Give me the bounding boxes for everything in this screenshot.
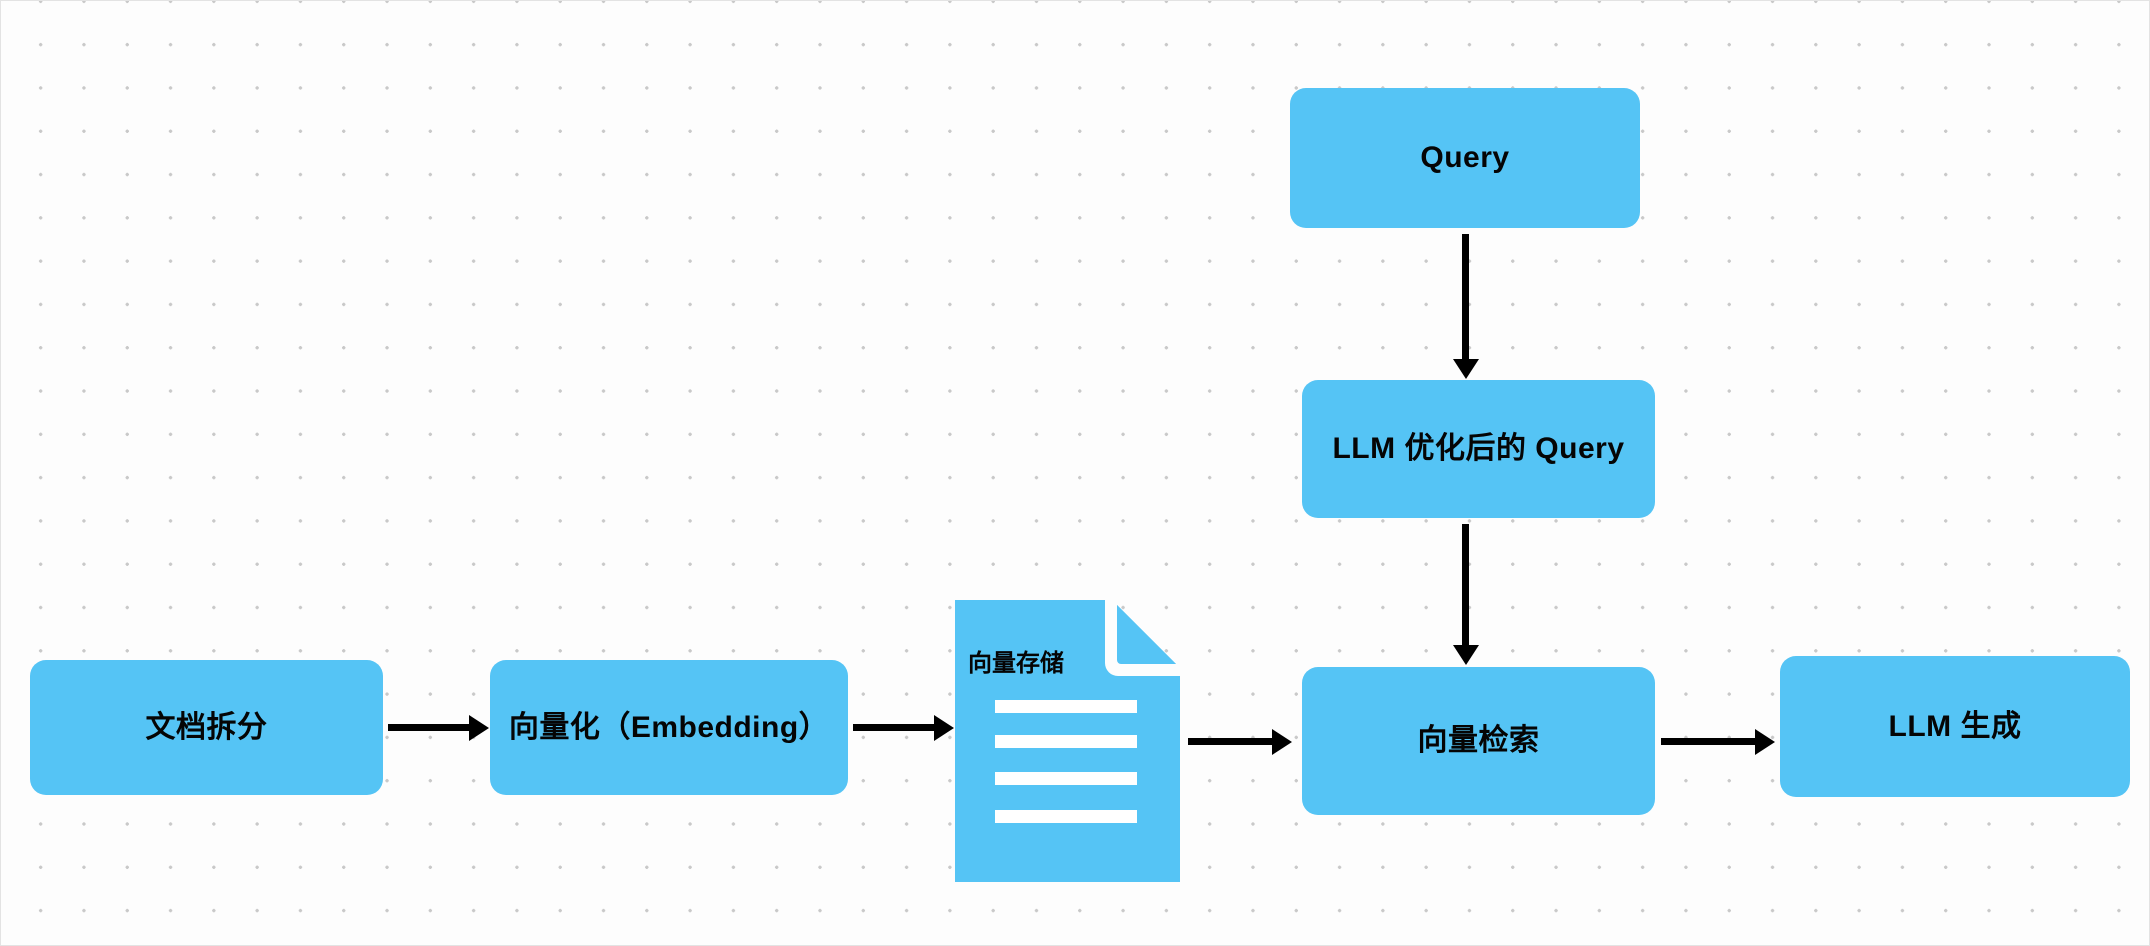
edge-doc-split-to-embedding [388,724,470,731]
edge-vector-retrieval-to-llm-generation [1661,738,1756,745]
node-query-label: Query [1420,141,1510,174]
node-llm-optimized-query[interactable]: LLM 优化后的 Query [1302,380,1655,518]
edge-query-to-llm-optimized-query [1462,234,1469,360]
node-llm-optimized-query-label: LLM 优化后的 Query [1332,432,1625,465]
node-doc-split-label: 文档拆分 [145,710,268,744]
node-doc-split[interactable]: 文档拆分 [30,660,383,795]
node-llm-generation[interactable]: LLM 生成 [1780,656,2130,797]
node-vector-retrieval[interactable]: 向量检索 [1302,667,1655,815]
document-icon [955,600,1180,882]
node-embedding[interactable]: 向量化（Embedding） [490,660,848,795]
node-vector-retrieval-label: 向量检索 [1417,724,1540,757]
node-embedding-label: 向量化（Embedding） [508,710,830,744]
node-llm-generation-label: LLM 生成 [1888,709,2022,743]
node-vector-store[interactable]: 向量存储 [955,600,1180,882]
edge-llm-optimized-query-to-vector-retrieval [1462,524,1469,646]
edge-vector-store-to-vector-retrieval [1188,738,1273,745]
node-query[interactable]: Query [1290,88,1640,228]
node-vector-store-label: 向量存储 [968,650,1064,677]
edge-embedding-to-vector-store [853,724,935,731]
